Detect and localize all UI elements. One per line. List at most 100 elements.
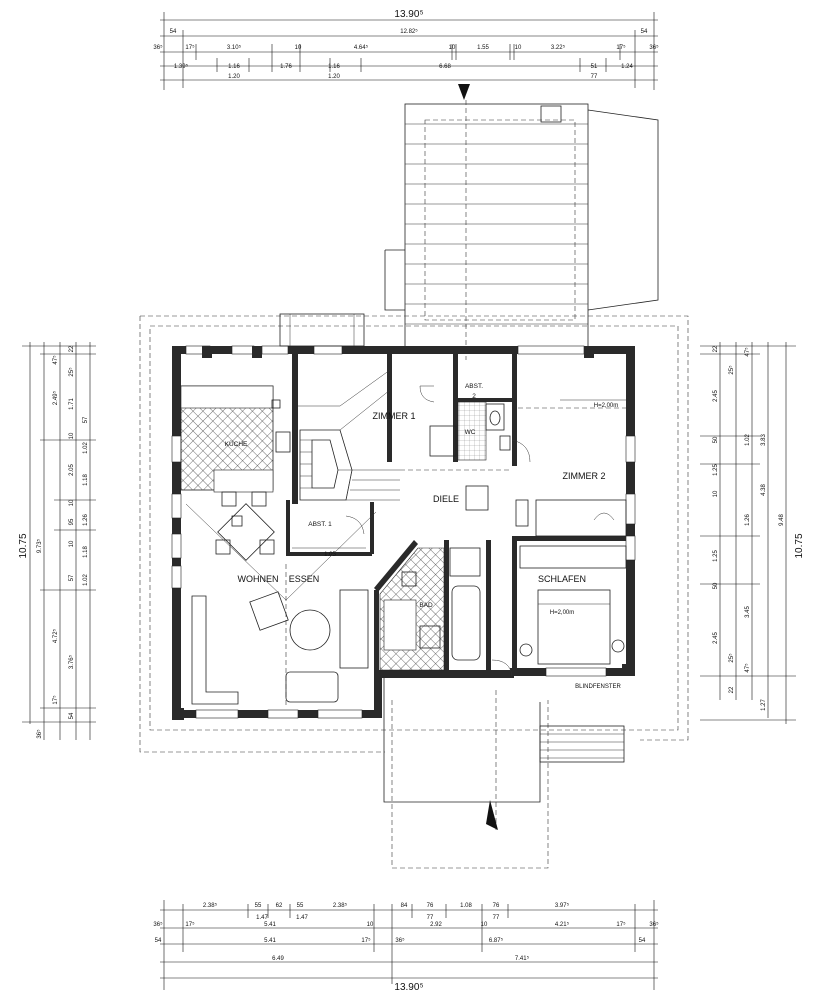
left-dim-label: 10: [69, 499, 75, 506]
bottom-dim-label: 54: [155, 938, 162, 944]
ceiling-height-label: H=2,00m: [594, 403, 619, 409]
left-dim-label: 95: [69, 518, 75, 525]
left-dim-label: 22: [69, 345, 75, 352]
bottom-dim-label: 84: [401, 903, 408, 909]
left-dim-label: 3.76⁵: [68, 654, 75, 669]
bottom-dim-label: 55: [255, 903, 262, 909]
sink-icon: [499, 435, 511, 451]
bottom-dim-label: 2.92: [430, 922, 442, 928]
right-dim-label: 50: [713, 582, 719, 589]
bottom-dim-label: 77: [427, 915, 434, 921]
section-arrow-bottom: [486, 800, 498, 830]
left-dim-label: 36⁵: [36, 729, 43, 739]
right-dim-label: 22: [713, 345, 719, 352]
bottom-dim-label: 6.49: [272, 956, 284, 962]
right-dim-label: 3.45: [745, 606, 751, 618]
top-dim-label: 1.55: [477, 45, 489, 51]
top-dim-label: 10: [515, 45, 522, 51]
room-label-schlafen: SCHLAFEN: [538, 574, 586, 584]
dining-table: [215, 491, 275, 561]
staircase: [298, 369, 400, 501]
right-dim-label: 9.48: [779, 514, 785, 526]
left-dim-label: 9.73⁵: [36, 538, 43, 553]
exterior-walls: [171, 345, 636, 720]
bottom-dim-label: 5.41: [264, 938, 276, 944]
bottom-dim-label: 54: [639, 938, 646, 944]
bottom-dim-label: 10: [367, 922, 374, 928]
double-bed: [537, 589, 611, 665]
bottom-total-dim: 13.90⁵: [394, 982, 423, 993]
room-zimmer1: ZIMMER 1: [372, 385, 457, 457]
right-dim-label: 25⁵: [728, 653, 735, 663]
left-dim-label: 2.05: [69, 464, 75, 476]
armchair: [285, 671, 339, 703]
left-dim-label: 1.18: [83, 474, 89, 486]
left-dim-label: 57: [83, 416, 89, 423]
bottom-dim-label: 62: [276, 903, 283, 909]
room-label-bad: BAD: [419, 602, 433, 609]
room-label-abst1: ABST. 1: [308, 521, 332, 528]
room-schlafen: SCHLAFEN H=2,00m BLINDFENSTER: [491, 545, 627, 690]
right-dim-label: 50: [713, 436, 719, 443]
left-dim-label: 17⁵: [52, 695, 59, 705]
wardrobe: [519, 545, 627, 569]
sofa-l: [191, 595, 239, 705]
kitchen-counter: [180, 385, 274, 409]
left-dimension-chain: 10.75 9.73⁵ 47⁵ 2.49⁵ 4.72⁵ 17⁵ 36⁵ 22 2…: [18, 342, 96, 740]
top-dim-label: 4.64⁵: [354, 44, 369, 51]
left-dim-label: 1.26: [83, 514, 89, 526]
coffee-table: [289, 609, 331, 651]
door-swing: [491, 659, 513, 677]
section-arrow-top: [458, 84, 470, 100]
kitchen: KÜCHE: [180, 385, 291, 493]
carport-roof: [384, 84, 659, 360]
fridge-icon: [275, 431, 291, 453]
nightstand-icon: [519, 643, 533, 657]
sideboard: [339, 589, 369, 669]
right-dim-label: 47⁵: [744, 347, 751, 357]
shower-icon: [449, 547, 481, 577]
bottom-dimension-chain: 2.38⁵ 55 62 55 2.38⁵ 84 76 1.08 76 3.97⁵…: [153, 900, 659, 993]
left-dim-label: 4.72⁵: [52, 628, 59, 643]
top-dim-label: 51: [591, 64, 598, 70]
top-dim-label: 1.20: [228, 74, 240, 80]
top-dim-label: 6.68: [439, 64, 451, 70]
top-dim-label: 10: [449, 45, 456, 51]
room-label-abst2: ABST.: [465, 383, 483, 390]
bottom-dim-label: 55: [297, 903, 304, 909]
top-dim-label: 17⁵: [616, 44, 626, 51]
bottom-dim-label: 5.41: [264, 922, 276, 928]
entrance-area: [383, 678, 625, 869]
left-dim-label: 47⁵: [52, 355, 59, 365]
sink-icon: [401, 571, 417, 587]
bottom-dim-label: 2.38⁵: [333, 902, 348, 909]
room-abst2: ABST. 2: [465, 383, 483, 400]
top-dim-label: 1.39⁵: [174, 63, 189, 70]
interior-walls: [286, 354, 626, 672]
bottom-dim-label: 1.47: [296, 915, 308, 921]
left-dim-label: 25⁵: [68, 367, 75, 377]
top-dim-label: 54: [170, 29, 177, 35]
room-wohnen-essen: WOHNEN ESSEN: [185, 503, 377, 708]
radiator-icon: [515, 499, 529, 527]
top-dim-label: 3.10⁵: [227, 44, 242, 51]
top-dim-label: 1.16: [328, 64, 340, 70]
foundation-outline: [149, 325, 679, 731]
bottom-dim-label: 77: [493, 915, 500, 921]
room-diele: DIELE: [400, 469, 512, 511]
room-label-wohnen: WOHNEN: [238, 574, 279, 584]
bottom-dim-label: 76: [493, 903, 500, 909]
right-dim-label: 1.02: [745, 434, 751, 446]
bottom-dim-label: 36⁵: [153, 921, 163, 928]
stove-icon: [271, 399, 281, 409]
nightstand-icon: [611, 639, 625, 653]
door-swing: [345, 515, 365, 535]
top-dim-label: 1.16: [228, 64, 240, 70]
top-dim-label: 36⁵: [649, 44, 659, 51]
armchair: [249, 591, 289, 631]
top-dim-label: 12.82⁵: [400, 28, 418, 35]
bottom-dim-label: 3.97⁵: [555, 902, 570, 909]
left-total-dim: 10.75: [18, 533, 29, 558]
right-dim-label: 1.25: [713, 464, 719, 476]
left-dim-label: 54: [69, 712, 75, 719]
